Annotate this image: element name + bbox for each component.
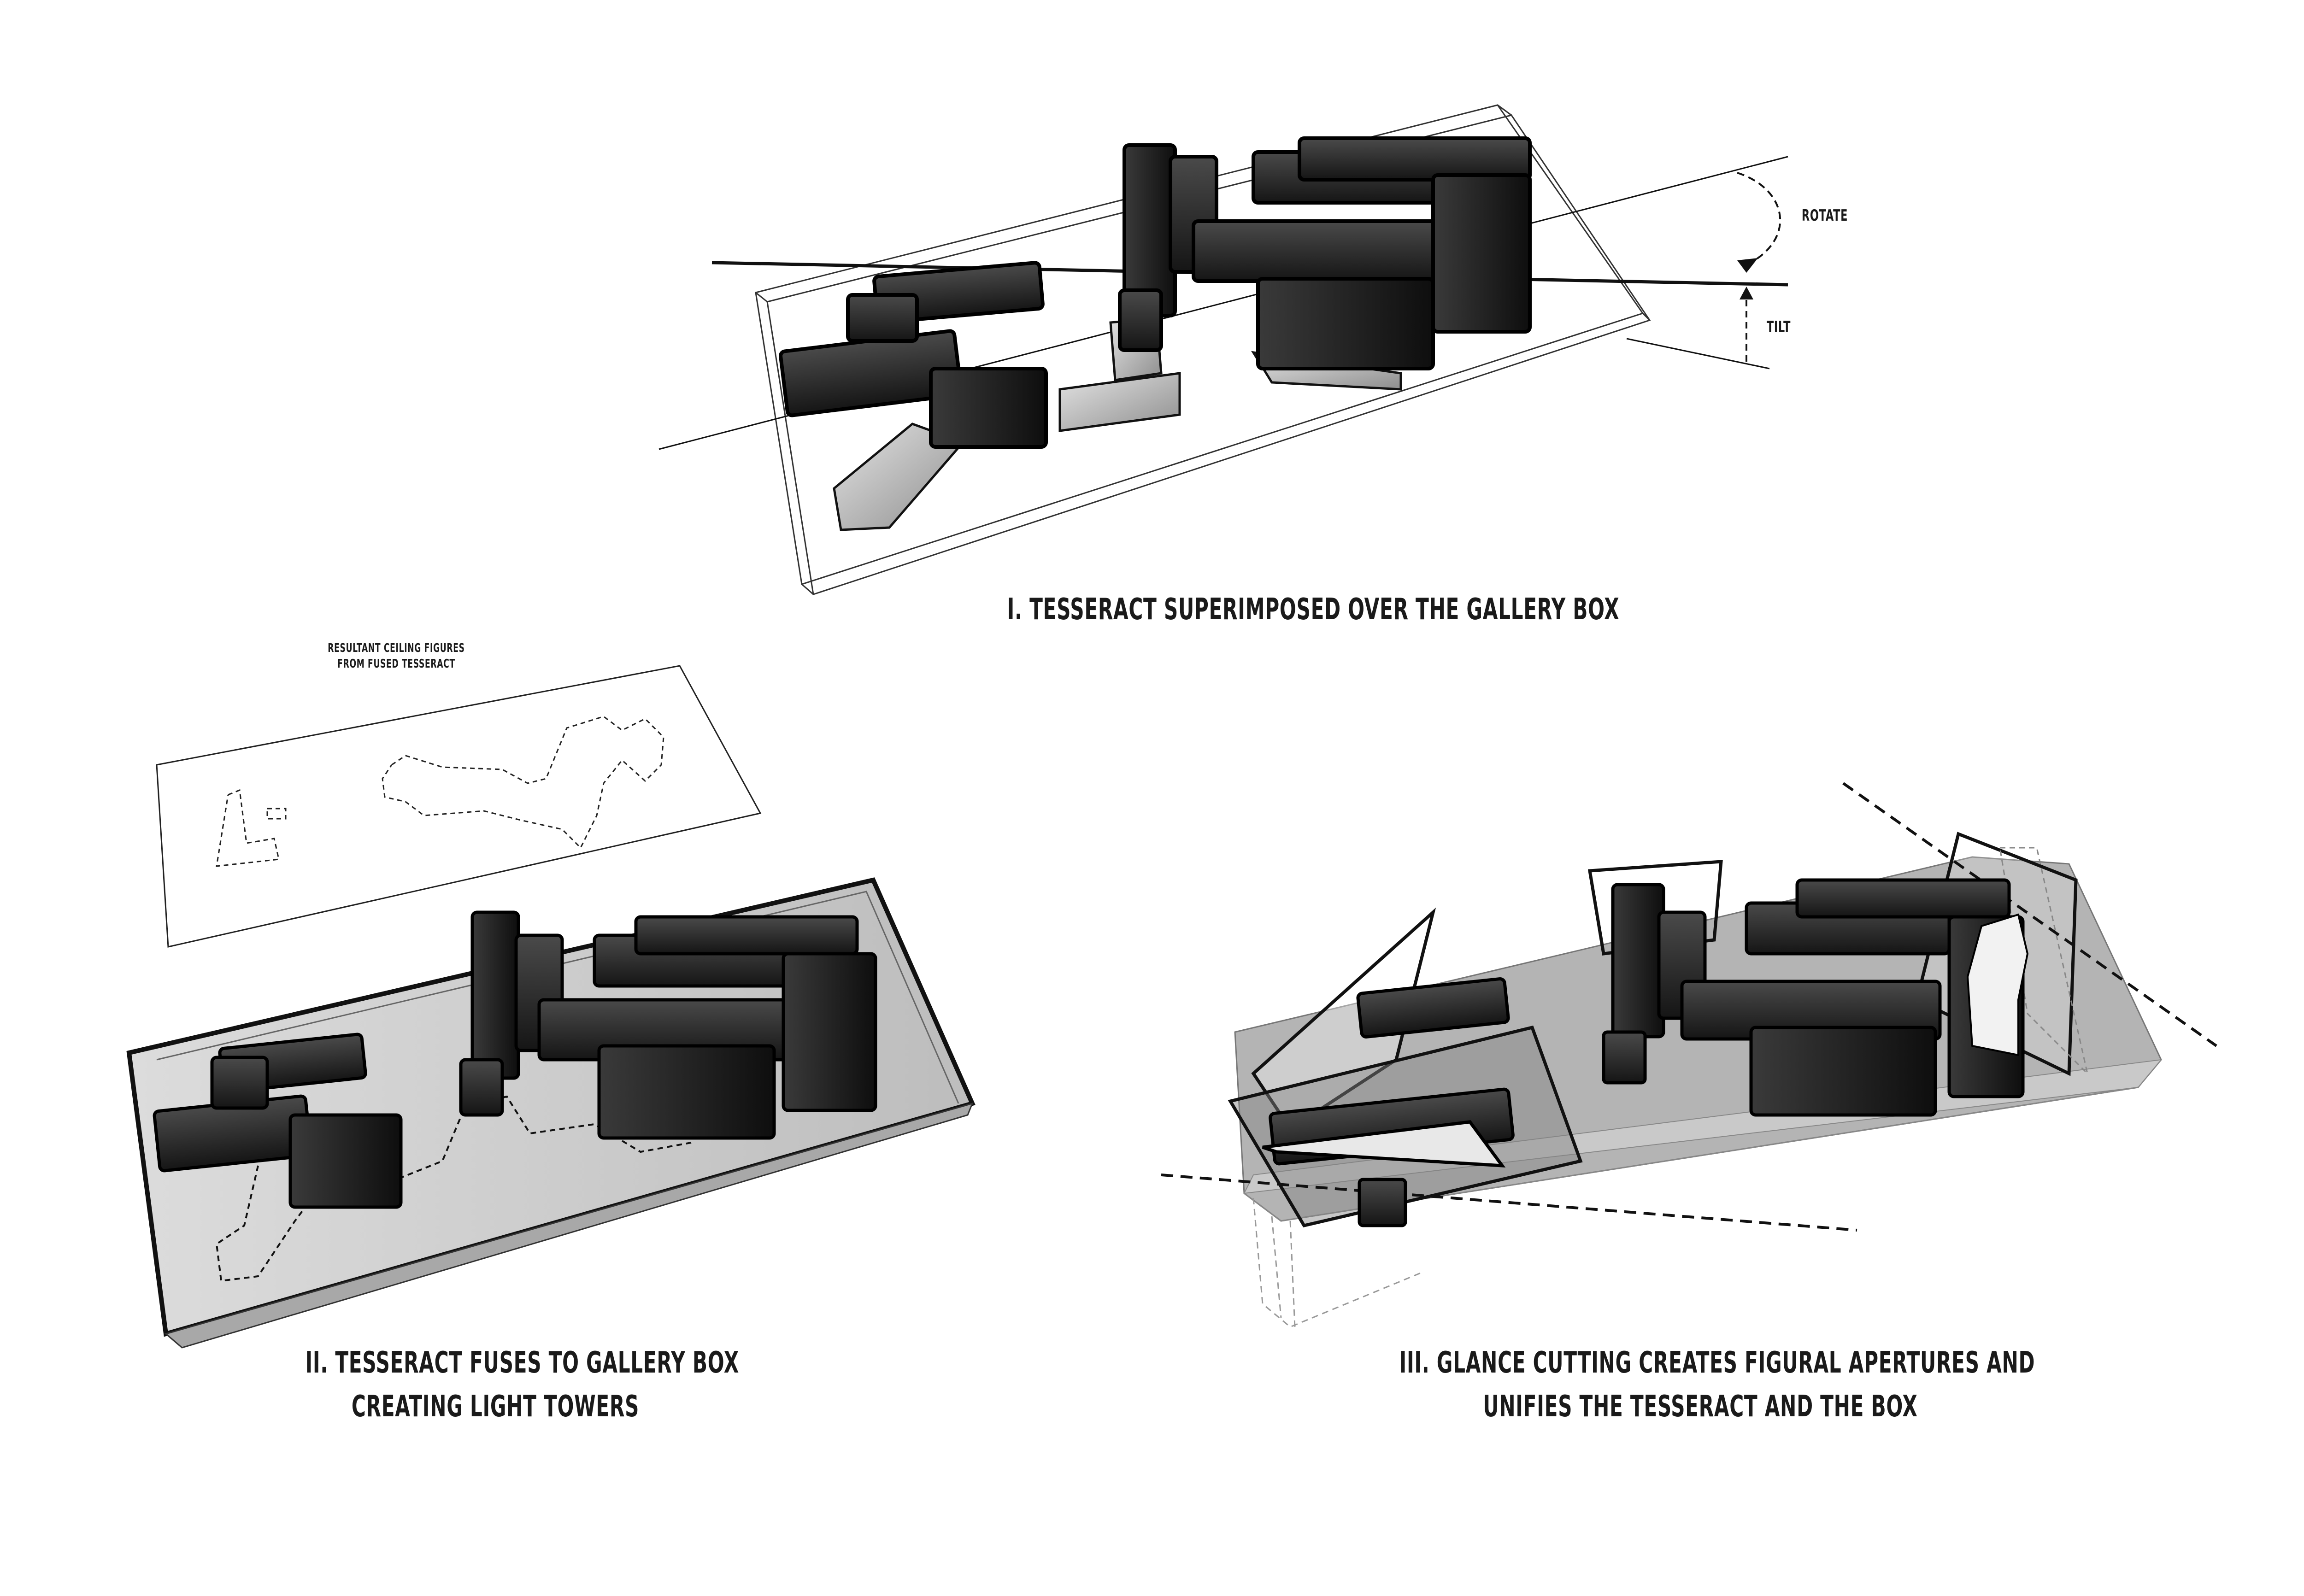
block-2i <box>634 915 859 956</box>
caption-step3-line1: III. GLANCE CUTTING CREATES FIGURAL APER… <box>1399 1346 2035 1380</box>
step1-dark-blocks <box>779 136 1532 449</box>
block-1l <box>1118 288 1163 352</box>
block-3i <box>1749 1026 1937 1117</box>
block-2l <box>459 1058 504 1117</box>
block-2d <box>210 1056 269 1110</box>
ceiling-figure-2 <box>266 808 287 820</box>
step2-floor-footprint <box>215 1095 692 1282</box>
block-3d <box>1611 883 1665 1039</box>
block-3a-cut <box>1262 1120 1506 1168</box>
ceiling-figure-3 <box>382 716 664 849</box>
caption-step2-line1: II. TESSERACT FUSES TO GALLERY BOX <box>305 1346 740 1380</box>
block-2b <box>288 1113 403 1209</box>
rotate-arrow <box>1737 172 1781 266</box>
caption-step2-line2: CREATING LIGHT TOWERS <box>351 1390 640 1424</box>
label-tilt: TILT <box>1766 318 1791 336</box>
step3-cut-lines <box>1161 782 2217 1232</box>
tilt-arrowhead <box>1740 287 1753 299</box>
block-3c <box>1358 1178 1407 1227</box>
block-1i <box>1298 136 1532 182</box>
block-1k <box>1431 173 1532 334</box>
step2-diagram <box>126 665 976 1349</box>
ceiling-figure-1 <box>216 789 280 867</box>
block-2e <box>470 910 520 1080</box>
cutting-plane-3 <box>1587 860 1723 956</box>
rotate-arrowhead <box>1737 258 1758 273</box>
step2-dark-blocks <box>153 910 877 1209</box>
block-1j <box>1256 277 1435 370</box>
block-3b <box>1356 977 1510 1039</box>
block-3k <box>1602 1030 1647 1085</box>
ceiling-plane <box>156 665 762 948</box>
label-ceiling-line1: RESULTANT CEILING FIGURES <box>328 641 465 655</box>
caption-step1: I. TESSERACT SUPERIMPOSED OVER THE GALLE… <box>1007 593 1620 627</box>
label-rotate: ROTATE <box>1801 206 1848 225</box>
block-1d <box>846 293 919 343</box>
block-1b <box>929 367 1048 449</box>
step3-diagram <box>1161 782 2217 1328</box>
step3-dark-blocks <box>1262 878 2029 1227</box>
step1-diagram <box>658 104 1788 595</box>
block-2j <box>597 1044 776 1140</box>
block-3j-aperture <box>1966 913 2029 1056</box>
block-1g <box>1192 219 1453 283</box>
block-3h <box>1795 878 2011 919</box>
label-ceiling-line2: FROM FUSED TESSERACT <box>337 657 455 671</box>
block-2k <box>782 952 877 1112</box>
caption-step3-line2: UNIFIES THE TESSERACT AND THE BOX <box>1483 1390 1918 1424</box>
step3-ghost-box <box>1252 1197 1424 1328</box>
